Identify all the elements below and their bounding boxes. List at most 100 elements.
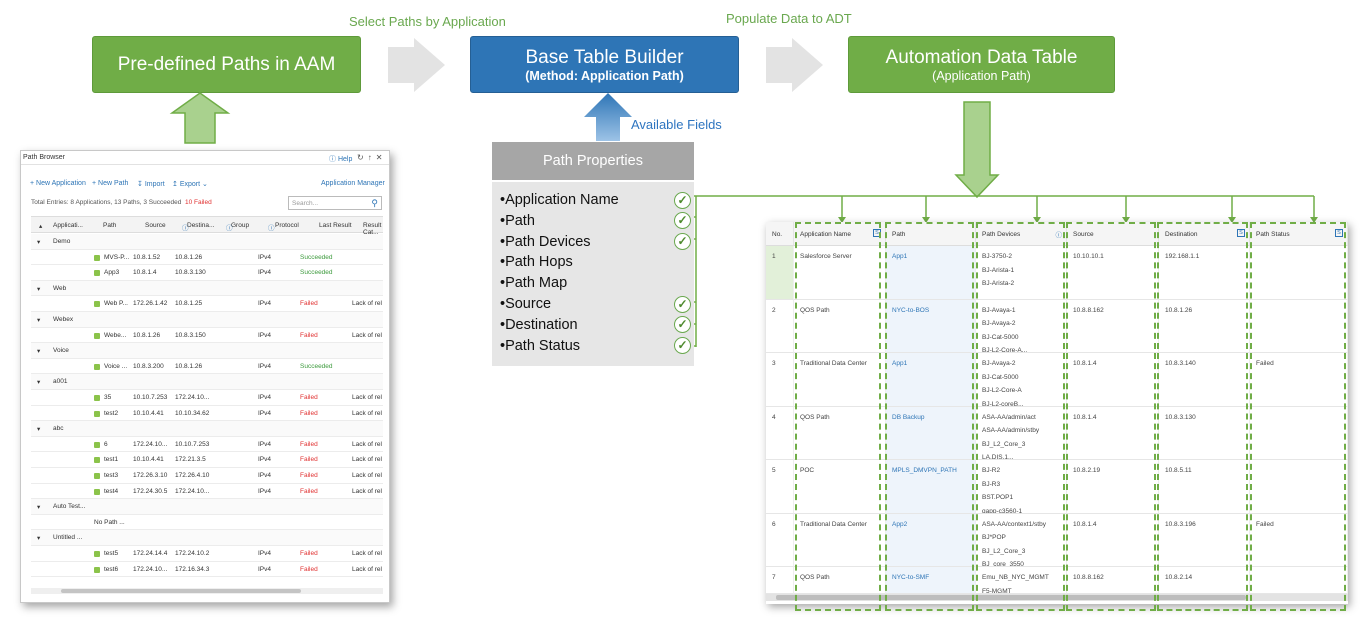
import-label: Import (144, 181, 165, 188)
search-input[interactable]: Search...⚲ (288, 196, 382, 210)
column-header[interactable]: Protocol (275, 222, 299, 229)
available-fields-label: Available Fields (631, 117, 722, 132)
new-path-button[interactable]: + New Path (92, 180, 129, 187)
adt-cell-path[interactable]: MPLS_DMVPN_PATH (886, 460, 976, 514)
table-row[interactable]: ▾abc (31, 421, 383, 437)
column-header[interactable]: Result Cat... (363, 222, 382, 236)
result-cell: Failed (300, 409, 318, 417)
table-row[interactable]: ▾Webex (31, 312, 383, 328)
up-arrow-blue (584, 93, 632, 141)
automation-data-table-box: Automation Data Table (Application Path) (848, 36, 1115, 93)
expand-icon[interactable]: ▾ (37, 348, 41, 356)
table-row[interactable]: ▾ Auto Test... (31, 499, 383, 515)
adt-scrollbar[interactable] (766, 594, 1348, 601)
protocol-cell: IPv4 (258, 550, 272, 557)
application-manager-link[interactable]: Application Manager (321, 180, 385, 187)
column-header[interactable]: Path (103, 222, 117, 229)
adt-cell-path[interactable]: NYC-to-SMF (886, 567, 976, 594)
column-highlight (885, 222, 974, 611)
filter-icon[interactable]: S (1335, 229, 1343, 237)
table-row[interactable]: ▾a001 (31, 374, 383, 390)
collapse-all-icon[interactable]: ▴ (39, 223, 43, 230)
property-item: •Path Devices (500, 233, 591, 250)
table-row[interactable]: ▾Untitled ... (31, 530, 383, 546)
new-application-button[interactable]: + New Application (30, 180, 86, 187)
adt-subtitle: (Application Path) (932, 68, 1031, 83)
cell-value: 10.8.8.162 (1073, 306, 1104, 314)
table-row[interactable]: ▾Web (31, 280, 383, 297)
help-link[interactable]: ⓘ Help (329, 156, 353, 163)
expand-icon[interactable]: ▾ (37, 285, 41, 293)
result-cell: Failed (300, 440, 318, 448)
adt-cell-path[interactable]: NYC-to-BOS (886, 299, 976, 353)
filter-icon[interactable]: S (1237, 229, 1245, 237)
export-button[interactable]: ↥ Export ⌄ (172, 181, 208, 188)
adt-cell-path[interactable]: App1 (886, 246, 976, 300)
path-name: test4 (104, 487, 119, 495)
expand-icon[interactable]: ▾ (37, 317, 41, 324)
source-cell: 172.24.10... (133, 565, 168, 573)
adt-cell-path[interactable]: App1 (886, 353, 976, 407)
group-name: Auto Test... (53, 503, 86, 511)
table-row[interactable]: ▾Voice (31, 343, 383, 359)
adt-cell-path[interactable]: App2 (886, 513, 976, 567)
device-name: BJ-3750-2 (982, 253, 1012, 260)
adt-cell-no: 4 (766, 406, 794, 460)
adt-cell-no: 6 (766, 513, 794, 567)
column-highlight (1157, 222, 1248, 611)
cell-value: 10.8.1.26 (1165, 306, 1193, 314)
expand-icon[interactable]: ▾ (37, 535, 41, 543)
adt-column-header[interactable]: No. (766, 222, 794, 246)
expand-icon[interactable]: ▾ (37, 379, 41, 387)
destination-cell: 10.8.3.150 (175, 331, 206, 339)
device-name: BST.POP1 (982, 494, 1014, 501)
adt-cell-path[interactable]: DB Backup (886, 406, 976, 460)
column-header[interactable]: Group (231, 222, 250, 229)
base-table-builder-box: Base Table Builder (Method: Application … (470, 36, 739, 93)
import-icon: ↧ (137, 181, 143, 188)
expand-icon[interactable]: ▾ (37, 239, 41, 246)
table-row[interactable]: No Path ... (31, 515, 383, 531)
adt-cell-dst: 10.8.3.140 (1159, 353, 1250, 407)
adt-column-header[interactable]: Source (1067, 222, 1159, 246)
window-controls[interactable]: ↻↑✕ (357, 153, 387, 162)
expand-icon[interactable]: ▾ (37, 504, 41, 512)
column-header[interactable]: Source (145, 222, 166, 229)
horizontal-scrollbar[interactable] (31, 588, 383, 594)
export-icon: ↥ (172, 181, 178, 188)
device-name: BJ-L2-Core-A... (982, 347, 1028, 353)
column-header[interactable]: Last Result (319, 222, 352, 229)
import-button[interactable]: ↧ Import (137, 180, 165, 188)
cell-value: NYC-to-SMF (892, 574, 930, 581)
info-icon: ⓘ (1055, 232, 1063, 239)
path-name: Voice ... (104, 362, 128, 370)
adt-column-header[interactable]: Path (886, 222, 976, 246)
device-name: Emu_NB_NYC_MGMT (982, 574, 1049, 581)
device-name: BJ-Avaya-1 (982, 306, 1016, 314)
column-header[interactable]: Applicati... (53, 222, 83, 229)
path-name: Webe... (104, 331, 127, 339)
column-header[interactable]: Destina... (187, 222, 215, 229)
destination-cell: 172.24.10... (175, 487, 210, 495)
path-name: MVS-P... (104, 253, 130, 261)
expand-icon[interactable]: ▾ (37, 426, 41, 434)
table-row[interactable]: ▾Demo (31, 234, 383, 250)
cell-value: Salesforce Server (800, 253, 852, 260)
